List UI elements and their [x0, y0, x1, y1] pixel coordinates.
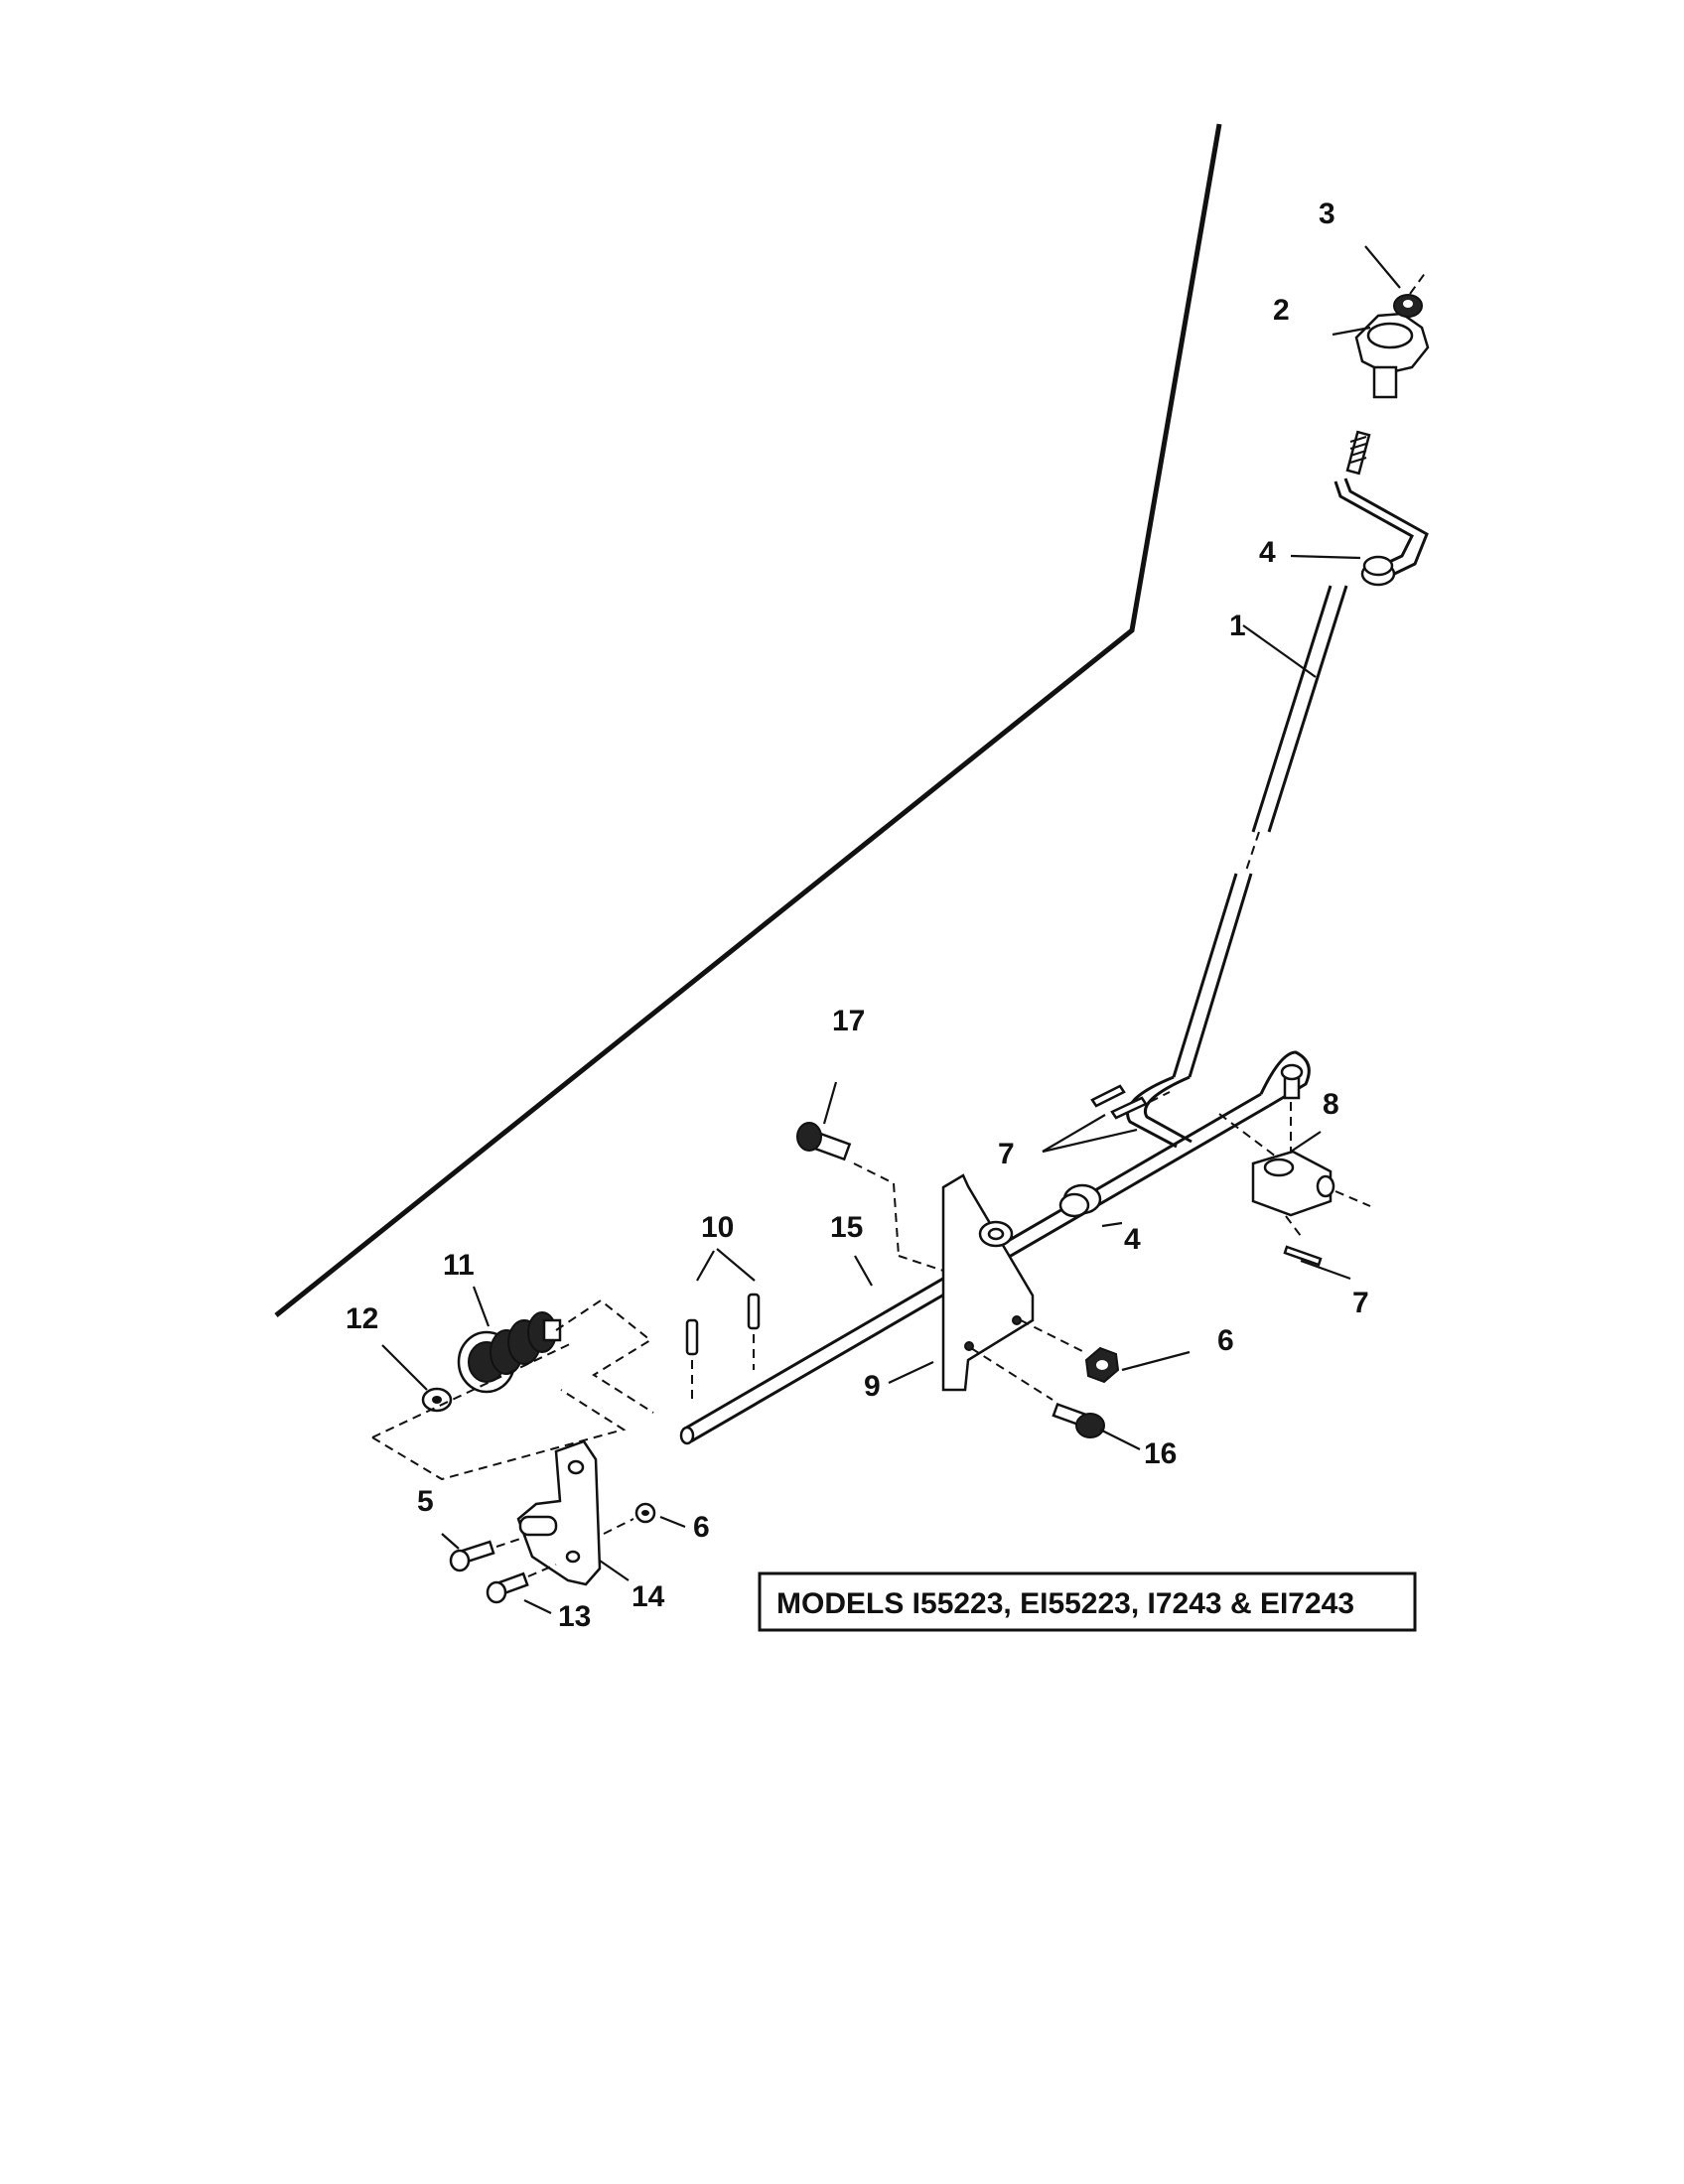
callout-10: 10: [701, 1211, 734, 1244]
frame-outline: [274, 123, 1222, 1317]
callout-4-upper: 4: [1259, 536, 1276, 569]
callout-7-left: 7: [998, 1138, 1015, 1170]
bushing-lower: [1058, 1183, 1102, 1218]
callout-4-lower: 4: [1124, 1223, 1141, 1256]
callout-6-left: 6: [693, 1511, 710, 1544]
callout-1: 1: [1229, 610, 1246, 642]
model-label-box: MODELS I55223, EI55223, I7243 & EI7243: [758, 1571, 1417, 1632]
nut-6-right: [1020, 1319, 1120, 1384]
mounting-plate: [516, 1439, 602, 1586]
pivot-bracket: [941, 1173, 1035, 1392]
nut-top: [1364, 245, 1427, 318]
knob: [1332, 312, 1430, 399]
nut-6-left: [603, 1502, 656, 1535]
model-label: MODELS I55223, EI55223, I7243 & EI7243: [776, 1587, 1354, 1620]
bolt-5: [449, 1536, 527, 1572]
roll-pins: [685, 1293, 761, 1400]
callout-7-right: 7: [1352, 1287, 1369, 1319]
bolt-17: [796, 1122, 944, 1272]
callout-16: 16: [1144, 1437, 1177, 1470]
screw-16: [970, 1347, 1105, 1438]
callout-9: 9: [864, 1370, 881, 1403]
leader-lines: [381, 554, 1361, 1614]
callout-3: 3: [1319, 198, 1335, 230]
callout-11: 11: [443, 1249, 475, 1282]
washer-12: [371, 1341, 627, 1481]
threaded-rod-end: [1345, 430, 1371, 476]
callout-15: 15: [830, 1211, 863, 1244]
callout-5: 5: [417, 1485, 434, 1518]
callout-12: 12: [346, 1302, 378, 1335]
bushing-upper: [1360, 555, 1396, 587]
callout-17: 17: [832, 1005, 865, 1037]
bolt-13: [486, 1564, 557, 1604]
callout-6-right: 6: [1217, 1324, 1234, 1357]
cotter-pins: [1090, 1084, 1323, 1267]
spring: [457, 1298, 654, 1414]
callout-14: 14: [632, 1580, 665, 1613]
clevis: [1218, 1063, 1371, 1237]
callout-13: 13: [558, 1600, 591, 1633]
callout-2: 2: [1273, 294, 1290, 327]
callout-8: 8: [1323, 1088, 1339, 1121]
